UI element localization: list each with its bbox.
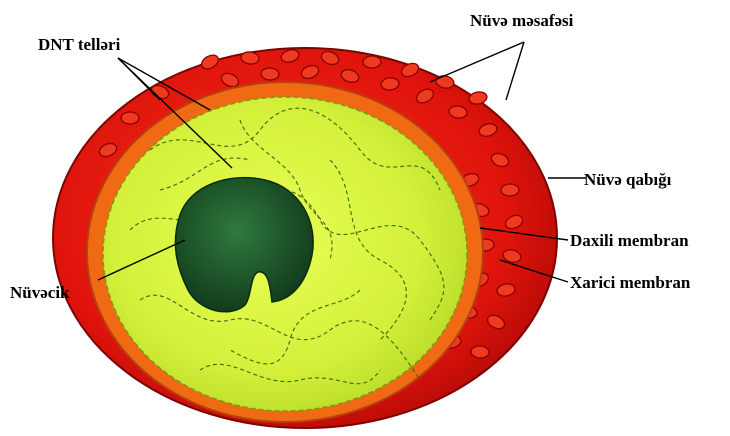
nuclear-pore	[471, 345, 490, 358]
nuclear-pore	[363, 56, 381, 69]
nucleolus-shape	[175, 178, 313, 312]
nuclear-pore	[261, 68, 280, 81]
label-outer-membrane: Xarici membran	[570, 273, 691, 292]
label-nuclear-space: Nüvə məsafəsi	[470, 11, 574, 30]
label-inner-membrane: Daxili membran	[570, 231, 689, 250]
label-nuclear-envelope: Nüvə qabığı	[584, 170, 672, 189]
label-nucleolus: Nüvəcik	[10, 283, 70, 302]
label-dna-threads: DNT telləri	[38, 35, 121, 54]
nuclear-pore	[501, 184, 519, 196]
nuclear-pore	[121, 112, 139, 124]
